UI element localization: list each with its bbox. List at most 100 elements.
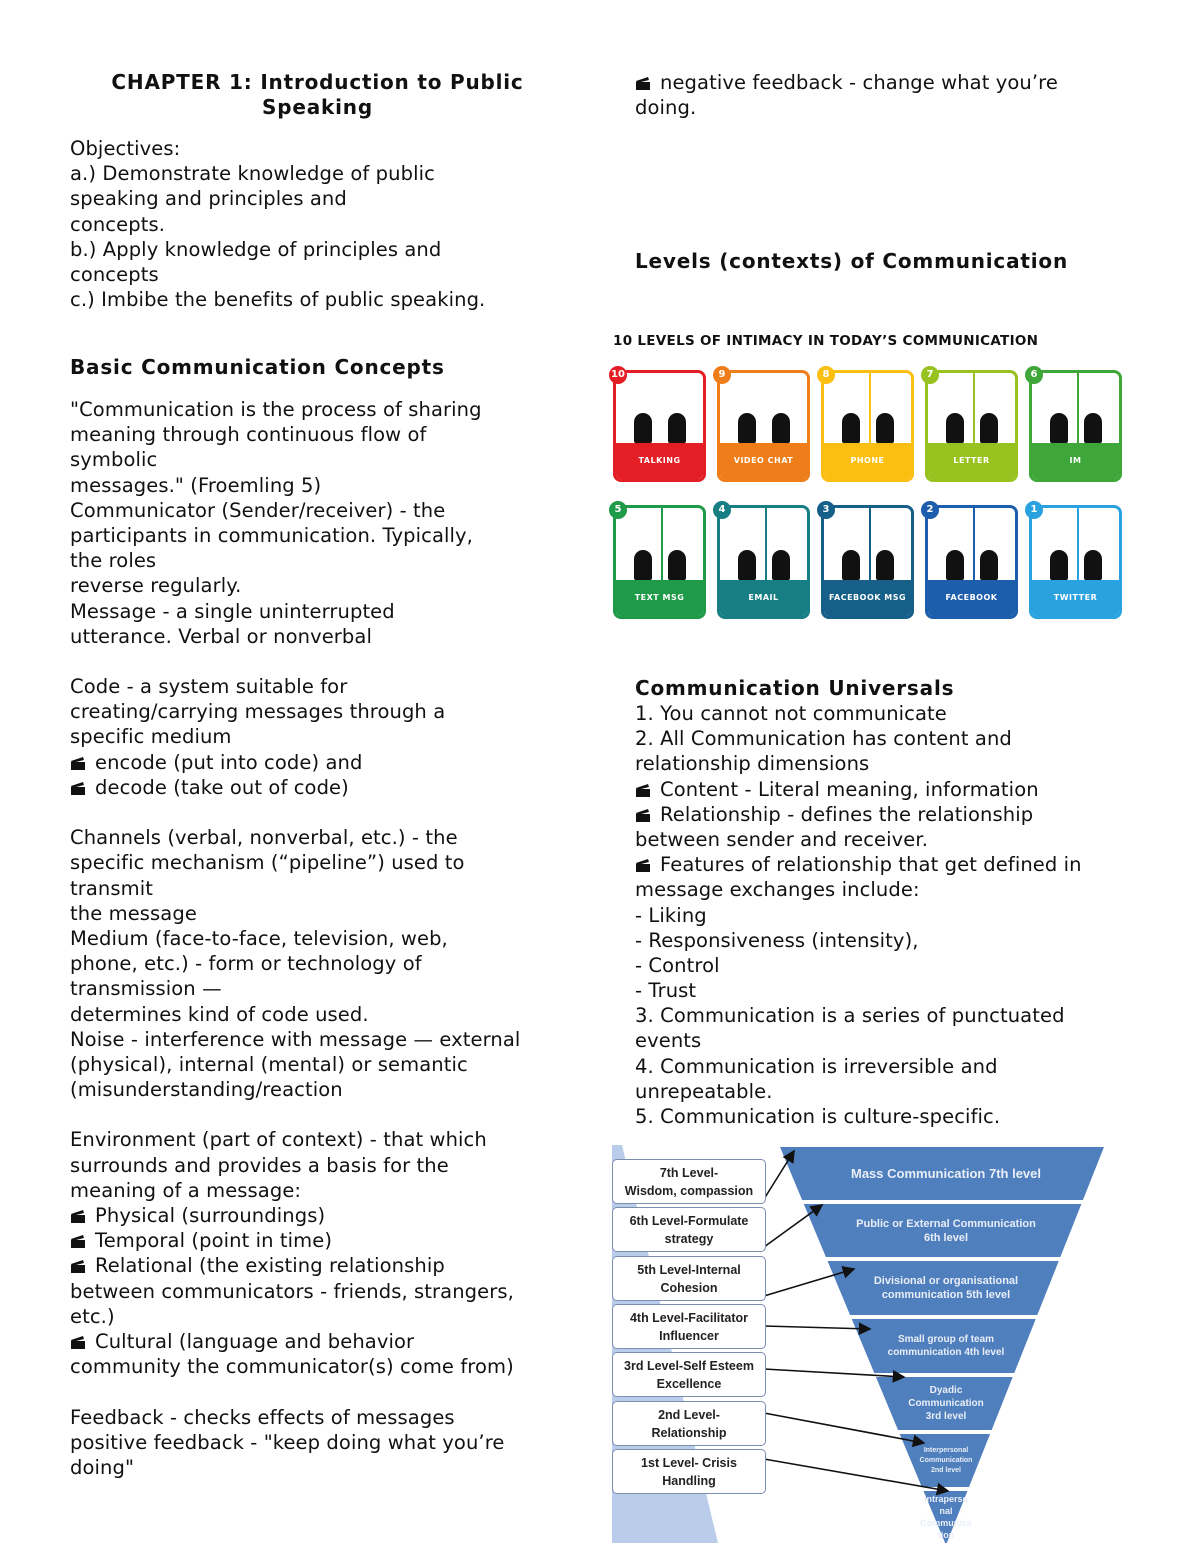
line-text: Objectives: — [70, 137, 181, 160]
band-label-line: tion — [937, 1530, 955, 1540]
line-text: meaning of a message: — [70, 1178, 302, 1202]
line-text: Physical (surroundings) — [95, 1204, 326, 1227]
text-line: reverse regularly. — [70, 573, 520, 598]
line-text: (misunderstanding/reaction — [70, 1078, 343, 1102]
level-box-line: Influencer — [659, 1328, 719, 1343]
line-text: between communicators - friends, strange… — [70, 1279, 514, 1303]
bullet-line: Temporal (point in time) — [70, 1228, 520, 1253]
pyramid-band-label: Mass Communication 7th level — [826, 1166, 1066, 1182]
person-silhouette-icon — [772, 413, 790, 443]
bullet-line: decode (take out of code) — [70, 775, 520, 800]
text-line: 1. You cannot not communicate — [635, 701, 1082, 726]
line-text: message exchanges include: — [635, 878, 920, 902]
clapperboard-bullet-icon — [635, 778, 651, 797]
level-box-line: Wisdom, compassion — [624, 1183, 754, 1198]
text-line — [70, 1102, 520, 1127]
line-text: Relationship - defines the relationship — [660, 802, 1034, 826]
text-line: meaning through continuous flow of — [70, 422, 520, 447]
divider — [1077, 373, 1079, 443]
intimacy-card: TALKING — [613, 370, 706, 482]
line-text: - Liking — [635, 903, 707, 927]
clapperboard-bullet-icon — [70, 1254, 86, 1274]
intimacy-card: EMAIL — [717, 505, 810, 619]
arrow — [763, 1322, 872, 1336]
text-line: surrounds and provides a basis for the — [70, 1153, 520, 1178]
bullet-line: Relational (the existing relationship — [70, 1253, 520, 1278]
line-text: Environment (part of context) - that whi… — [70, 1128, 487, 1152]
card-label: FACEBOOK MSG — [824, 580, 911, 616]
card-label: TWITTER — [1032, 580, 1119, 616]
text-line: 4. Communication is irreversible and — [635, 1054, 1082, 1079]
line-text: concepts — [70, 262, 159, 286]
text-line: events — [635, 1028, 1082, 1053]
line-text: specific mechanism (“pipeline”) used to — [70, 851, 465, 875]
text-line — [70, 649, 520, 674]
text-line: 5. Communication is culture-specific. — [635, 1104, 1082, 1129]
bullet-line: Features of relationship that get define… — [635, 852, 1082, 877]
level-box-line: 4th Level-Facilitator — [629, 1310, 749, 1325]
text-line: - Trust — [635, 978, 1082, 1003]
text-line: concepts — [70, 262, 485, 287]
level-box-line: Relationship — [651, 1425, 727, 1440]
level-number-badge: 5 — [609, 501, 627, 519]
text-line: unrepeatable. — [635, 1079, 1082, 1104]
divider — [973, 508, 975, 580]
person-silhouette-icon — [946, 550, 964, 580]
text-line: Communicator (Sender/receiver) - the — [70, 498, 520, 523]
pyramid-band — [899, 1434, 991, 1487]
card-label: PHONE — [824, 443, 911, 479]
text-line: between communicators - friends, strange… — [70, 1279, 520, 1304]
bullet-line: Physical (surroundings) — [70, 1203, 520, 1228]
divider — [973, 373, 975, 443]
level-number-badge: 7 — [921, 366, 939, 384]
band-label-line: 2nd level — [931, 1466, 961, 1474]
line-text: Feedback - checks effects of messages — [70, 1405, 455, 1429]
band-label-line: Dyadic — [929, 1385, 963, 1396]
line-text: doing" — [70, 1455, 135, 1479]
line-text: unrepeatable. — [635, 1079, 773, 1103]
line-text: events — [635, 1029, 702, 1053]
band-label-line: Communication — [908, 1398, 984, 1409]
text-line: messages." (Froemling 5) — [70, 473, 520, 498]
intimacy-card: VIDEO CHAT — [717, 370, 810, 482]
text-line: community the communicator(s) come from) — [70, 1354, 520, 1379]
text-line: Code - a system suitable for — [70, 674, 520, 699]
text-line: Medium (face-to-face, television, web, — [70, 926, 520, 951]
text-line: concepts. — [70, 212, 485, 237]
clapperboard-bullet-icon — [70, 1330, 86, 1349]
arrow — [763, 1266, 856, 1297]
level-box: 2nd Level-Relationship — [612, 1401, 766, 1446]
person-silhouette-icon — [738, 550, 756, 580]
text-line: the message — [70, 901, 520, 926]
level-box: 7th Level-Wisdom, compassion — [612, 1159, 766, 1204]
text-line: between sender and receiver. — [635, 827, 1082, 852]
text-line: Channels (verbal, nonverbal, etc.) - the — [70, 825, 520, 850]
clapperboard-bullet-icon — [70, 1229, 86, 1249]
line-text: participants in communication. Typically… — [70, 523, 473, 547]
band-label-line: Mass Communication 7th level — [851, 1165, 1041, 1181]
line-text: Content - Literal meaning, information — [660, 777, 1039, 801]
level-number-badge: 6 — [1025, 366, 1043, 384]
band-label-line: Public or External Communication — [856, 1217, 1036, 1230]
line-text: relationship dimensions — [635, 752, 870, 776]
line-text: etc.) — [70, 1304, 115, 1328]
clapperboard-bullet-icon — [635, 71, 651, 90]
intimacy-card: FACEBOOK STATUS — [925, 505, 1018, 619]
line-text: surrounds and provides a basis for the — [70, 1153, 449, 1177]
line-text: transmission — — [70, 977, 222, 1001]
band-label-line: Divisional or organisational — [873, 1275, 1019, 1287]
level-number-badge: 10 — [609, 366, 627, 384]
text-line: Feedback - checks effects of messages — [70, 1405, 520, 1430]
line-text: (physical), internal (mental) or semanti… — [70, 1052, 468, 1076]
card-label: TEXT MSG — [616, 580, 703, 616]
line-text: negative feedback - change what you’re — [660, 71, 1058, 94]
person-silhouette-icon — [634, 413, 652, 443]
level-number-badge: 9 — [713, 366, 731, 384]
line-text: utterance. Verbal or nonverbal — [70, 624, 372, 648]
text-line — [70, 800, 520, 825]
arrow — [763, 1368, 906, 1383]
